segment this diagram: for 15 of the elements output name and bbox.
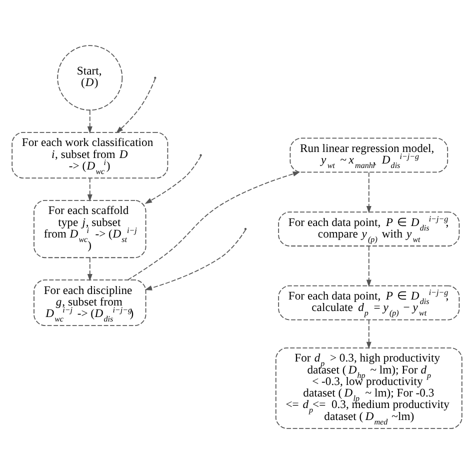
arrow	[127, 172, 300, 280]
node-box: For each data point, P ∈ D$_{dis}$$^{i−j−g}$, compare y$_{(p)}$ with y$_{wt}$	[278, 212, 460, 246]
arrow	[366, 246, 372, 287]
arrow	[366, 172, 372, 214]
arrow	[116, 78, 156, 134]
arrow	[87, 257, 92, 282]
node-circle: Start, (D)	[57, 45, 123, 111]
arrow	[144, 230, 246, 290]
arrow	[144, 156, 202, 204]
arrow	[366, 319, 372, 349]
node-box: For d$_{p}$ > 0.3, high productivity dataset (D$_{hp}$ ~ lm); For d$_{p}$ < -0.3, low productivity dataset (D$_{lp}$ ~ lm); For -0.3 <= d$_{p}$<= 0.3, medium productivity dataset (D$_{med}$ ~lm)	[275, 348, 462, 429]
node-box: For each work classification i, subset from D -> (D$_{wc}$$^{i}$)	[12, 132, 168, 178]
arrow	[87, 178, 92, 202]
arrow	[87, 110, 92, 134]
node-box: For each data point, P ∈ D$_{dis}$$^{i−j−g}$, calculate d$_{p}$ = y$_{(p)}$ − y$_{wt}$	[278, 285, 460, 320]
